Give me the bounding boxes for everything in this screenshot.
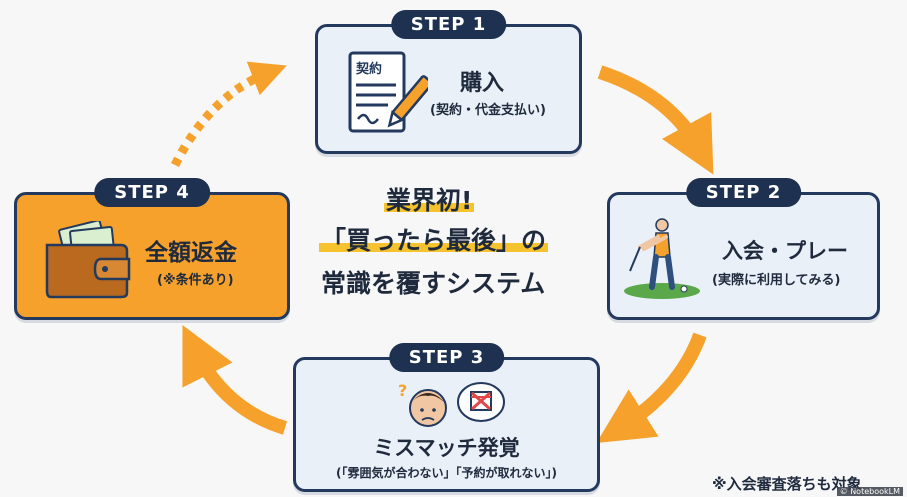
step1-badge: STEP 1 — [390, 10, 507, 39]
contract-label: 契約 — [355, 61, 382, 77]
step4-subtitle: (※条件あり) — [157, 273, 234, 288]
step3-title: ミスマッチ発覚 — [373, 436, 520, 460]
step4-card: STEP 4 全額返金 (※条件あり) — [14, 178, 290, 320]
center-line3: 常識を覆すシステム — [321, 269, 546, 298]
step2-title: 入会・プレー — [722, 239, 848, 263]
step3-subtitle: (「雰囲気が合わない」「予約が取れない」) — [336, 466, 557, 480]
contract-pen-icon: 契約 — [348, 51, 428, 133]
confused-person-icon: ? — [398, 381, 447, 427]
step1-card: STEP 1 契約 購入 (契約・代金支払い) — [315, 10, 582, 154]
center-line1-text: 業界初! — [384, 186, 475, 215]
center-line2: 「買ったら最後」の — [319, 221, 549, 257]
wallet-money-icon — [45, 221, 131, 299]
step2-subtitle: (実際に利用してみる) — [712, 273, 841, 288]
step2-card: STEP 2 入会・プレー (実際に利用してみる) — [607, 178, 880, 320]
step4-badge: STEP 4 — [94, 178, 210, 207]
footnote: ※入会審査落ちも対象 — [712, 475, 862, 493]
arrow-step2-to-step3 — [596, 332, 707, 443]
step2-badge: STEP 2 — [685, 178, 802, 207]
arrow-step4-to-step1 — [170, 61, 287, 168]
no-booking-icon — [457, 382, 505, 422]
step1-title: 購入 — [460, 71, 505, 96]
step1-subtitle: (契約・代金支払い) — [430, 103, 546, 118]
step3-badge: STEP 3 — [388, 343, 505, 372]
step3-card: STEP 3 ? ミスマッチ発覚 (「雰囲気が合わない」「予約が取れない」) — [293, 343, 600, 492]
center-line1: 業界初! — [384, 181, 475, 217]
center-line2-text: 「買ったら最後」の — [319, 226, 549, 255]
question-mark: ? — [398, 381, 407, 400]
golfer-icon — [624, 218, 700, 299]
watermark: © NotebookLM — [836, 487, 903, 496]
arrow-step1-to-step2 — [597, 65, 714, 175]
step4-title: 全額返金 — [145, 240, 237, 266]
arrow-step3-to-step4 — [182, 324, 288, 435]
